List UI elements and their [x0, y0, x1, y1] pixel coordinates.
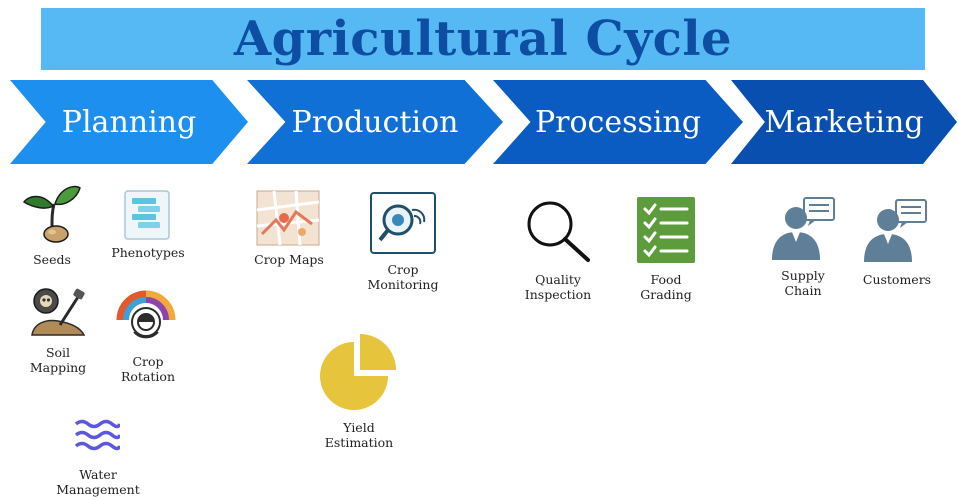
stage-planning: Planning: [10, 80, 248, 164]
water-management-label: Water Management: [50, 467, 146, 497]
stage-processing: Processing: [493, 80, 743, 164]
crop-rotation-text: Crop Rotation: [120, 354, 175, 384]
food-grading-label: Food Grading: [622, 272, 710, 302]
customers-label: Customers: [862, 272, 932, 287]
stage-label: Marketing: [764, 104, 924, 140]
crop-monitoring-text: Crop Monitoring: [367, 262, 439, 292]
yield-estimation-label: Yield Estimation: [314, 420, 404, 450]
magnifier-icon: [524, 198, 592, 264]
title-banner: Agricultural Cycle: [41, 8, 925, 70]
quality-inspection-label: Quality Inspection: [514, 272, 602, 302]
crop-rotation-label: Crop Rotation: [110, 354, 186, 384]
businessman-chat-icon: [770, 196, 836, 260]
stage-label: Production: [291, 104, 459, 140]
phenotypes-label: Phenotypes: [111, 245, 185, 260]
monitor-magnifier-icon: [370, 192, 436, 254]
stage-label: Planning: [61, 104, 197, 140]
checklist-icon: [637, 197, 695, 263]
quality-inspection-text: Quality Inspection: [524, 272, 592, 302]
map-icon: [256, 190, 320, 246]
supply-chain-label: Supply Chain: [760, 268, 846, 298]
page-title: Agricultural Cycle: [233, 11, 733, 67]
water-waves-icon: [74, 418, 120, 452]
supply-chain-text: Supply Chain: [781, 268, 825, 298]
rotation-icon: [114, 288, 178, 352]
database-icon: [124, 190, 170, 240]
pie-chart-icon: [316, 330, 402, 416]
businessman-chat-icon: [862, 198, 928, 262]
stage-production: Production: [247, 80, 503, 164]
stage-label: Processing: [534, 104, 702, 140]
seedling-icon: [22, 182, 82, 246]
seeds-label: Seeds: [33, 252, 71, 267]
soil-skull-icon: [30, 287, 86, 339]
stage-marketing: Marketing: [731, 80, 957, 164]
crop-monitoring-label: Crop Monitoring: [360, 262, 446, 292]
food-grading-text: Food Grading: [640, 272, 692, 302]
water-management-text: Water Management: [56, 467, 140, 497]
soil-mapping-label: Soil Mapping: [28, 345, 88, 375]
yield-estimation-text: Yield Estimation: [324, 420, 394, 450]
crop-maps-label: Crop Maps: [254, 252, 324, 267]
soil-mapping-text: Soil Mapping: [29, 345, 87, 375]
